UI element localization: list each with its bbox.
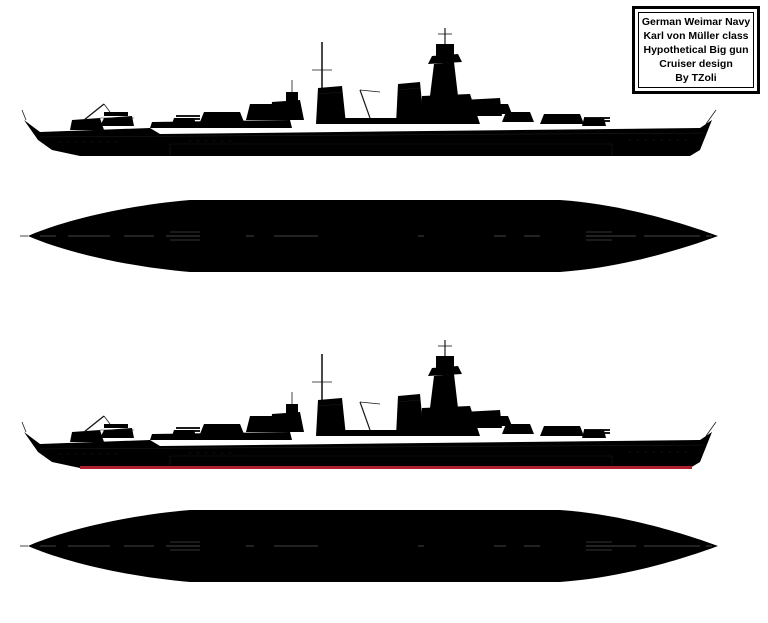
title-line-navy: German Weimar Navy bbox=[641, 16, 751, 28]
title-line-author: By TZoli bbox=[675, 72, 717, 84]
boot-topping bbox=[80, 466, 692, 469]
profile-color bbox=[21, 339, 717, 469]
plan-color bbox=[19, 509, 719, 583]
title-block: German Weimar Navy Karl von Müller class… bbox=[632, 6, 760, 94]
title-line-design: Cruiser design bbox=[659, 58, 733, 70]
title-line-type: Hypothetical Big gun bbox=[643, 44, 749, 56]
title-line-class: Karl von Müller class bbox=[643, 30, 749, 42]
plan-line-art bbox=[19, 199, 719, 273]
